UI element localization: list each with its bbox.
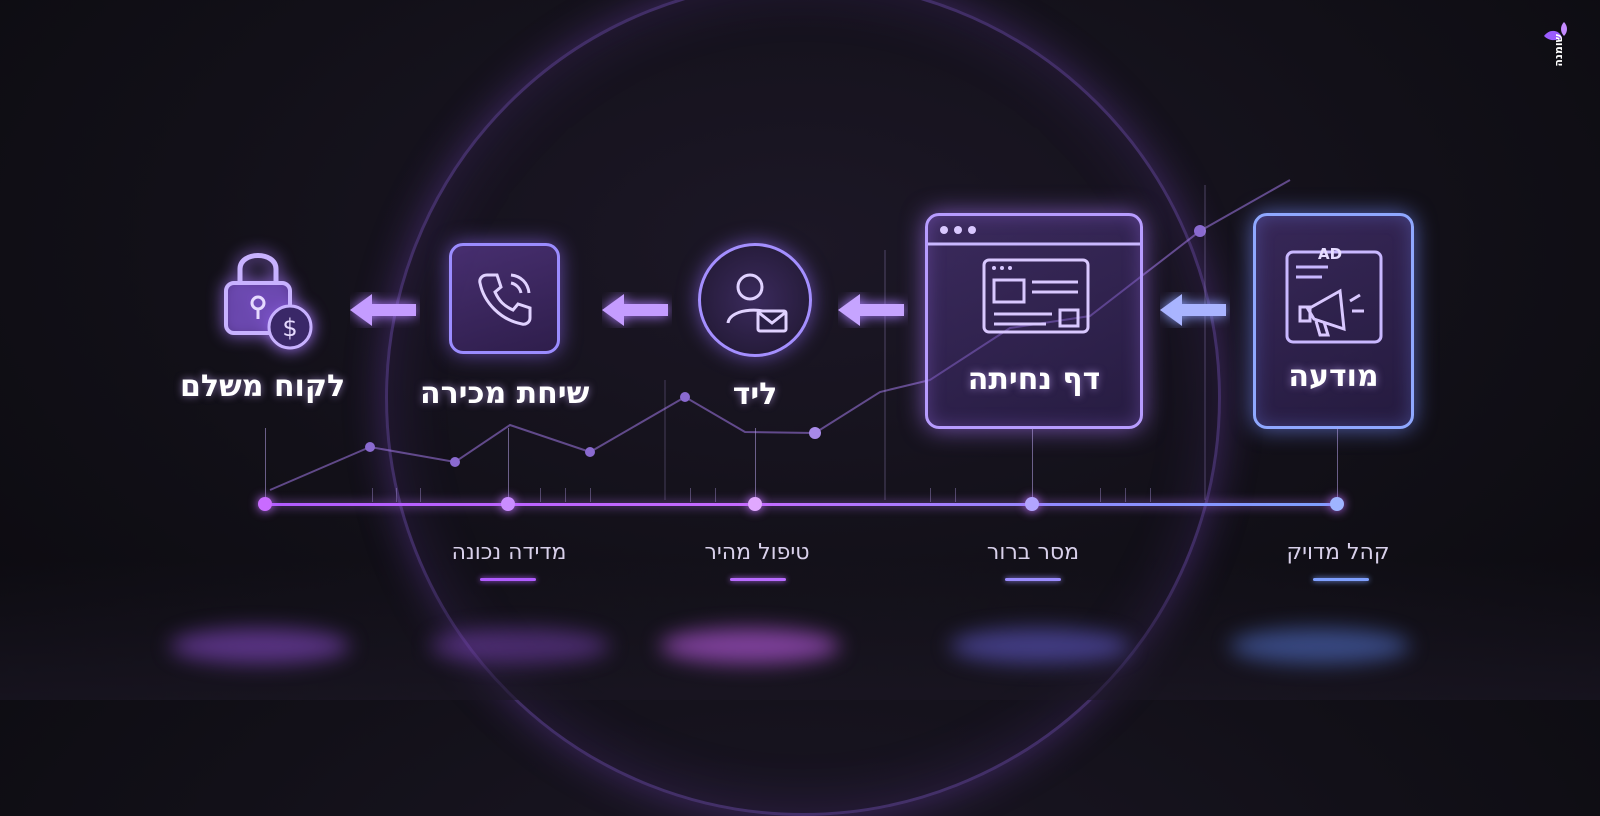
kpi-underline [1313,578,1369,581]
floor-glow [170,628,350,664]
timeline-tick [955,488,956,502]
arrow-left-icon [350,294,416,326]
timeline-stem [1337,428,1338,498]
arrow-left-icon [838,294,904,326]
timeline-dot [1330,497,1344,511]
timeline-tick [1100,488,1101,502]
timeline-tick [396,488,397,502]
timeline-tick [930,488,931,502]
stage-label: שיחת מכירה [420,376,590,411]
trend-point [809,427,821,439]
brand-name: שומנה [1552,34,1565,67]
arrow-left-icon [1160,294,1226,326]
timeline-tick [372,488,373,502]
kpi-label: קהל מדויק [1286,540,1390,565]
stage-label: ליד [732,377,778,412]
kpi-underline [480,578,536,581]
ad-badge: AD [1318,245,1343,263]
floor-glow [950,628,1130,664]
timeline-tick [690,488,691,502]
timeline-tick [1125,488,1126,502]
timeline-tick [1150,488,1151,502]
phone-icon [477,273,532,326]
timeline-dot [748,497,762,511]
timeline-stem [1032,428,1033,498]
timeline-dot [1025,497,1039,511]
trend-point [680,392,690,402]
timeline-tick [590,488,591,502]
timeline-dot [501,497,515,511]
timeline-tick [715,488,716,502]
timeline-tick [565,488,566,502]
ad-card: מודעה [1253,213,1414,429]
timeline-dot [258,497,272,511]
stage-ad: מודעה [1253,213,1414,429]
floor-glow [430,628,610,664]
landing-card: דף נחיתה [925,213,1143,429]
timeline-tick [540,488,541,502]
megaphone-ad-icon [1285,250,1382,343]
trend-point [585,447,595,457]
brand-logo-icon [1544,22,1567,41]
kpi-underline [1005,578,1061,581]
kpi-underline [730,578,786,581]
timeline-stem [508,428,509,498]
arrow-left-icon [602,294,668,326]
stage-lead: ליד [698,243,812,412]
stage-landing: דף נחיתה [925,213,1143,429]
kpi-label: טיפול מהיר [704,540,810,565]
trend-point [450,457,460,467]
floor-reflection [0,560,1600,700]
svg-text:$: $ [282,314,297,342]
stage-customer: $ לקוח משלם [180,243,345,404]
trend-point [1194,225,1206,237]
user-mail-icon [726,273,788,333]
timeline-tick [420,488,421,502]
lock-dollar-icon: $ [223,253,313,350]
floor-glow [1230,628,1410,664]
kpi-label: מסר ברור [986,540,1080,565]
kpi-label: מדידה נכונה [451,540,567,565]
lead-icon-ring [698,243,812,357]
stage-label: דף נחיתה [967,362,1101,397]
call-icon-box [449,243,561,354]
timeline-bar [265,503,1335,506]
stage-label: לקוח משלם [180,369,346,404]
trend-point [365,442,375,452]
timeline-stem [755,428,756,498]
floor-glow [660,628,840,664]
stage-label: מודעה [1288,358,1379,394]
landing-page-icon [928,226,1140,334]
timeline-stem [265,428,266,498]
stage-call: שיחת מכירה [420,243,589,411]
